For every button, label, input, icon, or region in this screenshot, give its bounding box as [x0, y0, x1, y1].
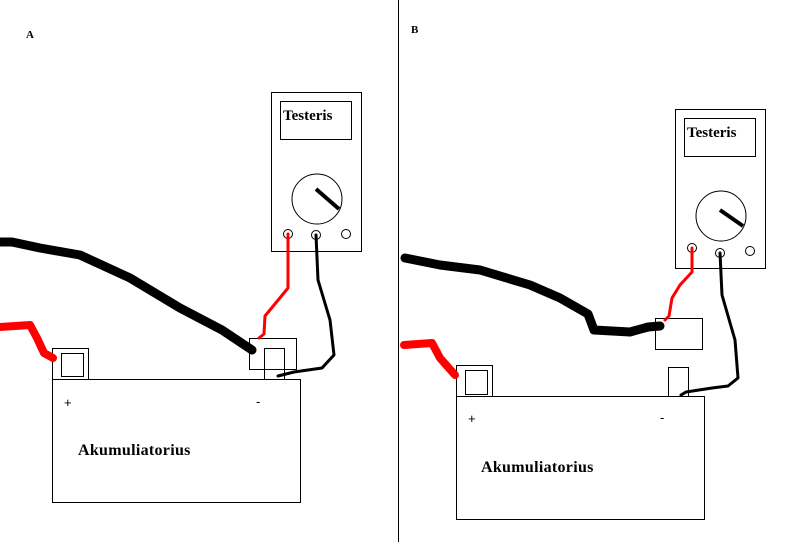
panel-b: B Testeris + - Akumuliatorius [400, 24, 766, 520]
positive-cable-b [400, 339, 459, 379]
plus-sign: + [64, 395, 72, 410]
battery-a: + - Akumuliatorius [52, 338, 301, 503]
black-probe-wire-b [679, 251, 740, 397]
tester-label: Testeris [687, 125, 737, 141]
battery-b: + - Akumuliatorius [456, 318, 705, 520]
positive-terminal-inner [61, 353, 84, 377]
panel-label-b: B [411, 24, 419, 36]
positive-terminal-inner [465, 370, 488, 395]
ground-cable-b [400, 253, 665, 337]
battery-label: Akumuliatorius [78, 442, 191, 459]
tester-dial [291, 173, 343, 225]
tester-b: Testeris [675, 109, 766, 269]
red-probe-wire-a [257, 232, 290, 340]
battery-label: Akumuliatorius [481, 459, 594, 476]
panel-label-a: A [26, 29, 34, 41]
black-probe-wire-a [276, 233, 336, 378]
plus-sign: + [468, 411, 476, 426]
battery-body [52, 379, 301, 503]
tester-dial [695, 190, 747, 242]
ground-cable-a [0, 237, 257, 355]
minus-sign: - [256, 394, 260, 409]
jack-extra [341, 229, 351, 239]
tester-display [280, 101, 352, 140]
minus-sign: - [660, 410, 664, 425]
positive-cable-a [0, 321, 57, 362]
dial-needle [314, 187, 341, 211]
negative-clamp [249, 338, 297, 370]
tester-label: Testeris [283, 108, 333, 124]
jack-extra [745, 246, 755, 256]
panel-a: A Testeris + - Akumuliatorius [0, 29, 362, 503]
tester-a: Testeris [271, 92, 362, 252]
dial-needle [718, 208, 745, 228]
battery-body [456, 396, 705, 520]
red-probe-wire-b [663, 246, 694, 322]
tester-display [684, 118, 756, 157]
